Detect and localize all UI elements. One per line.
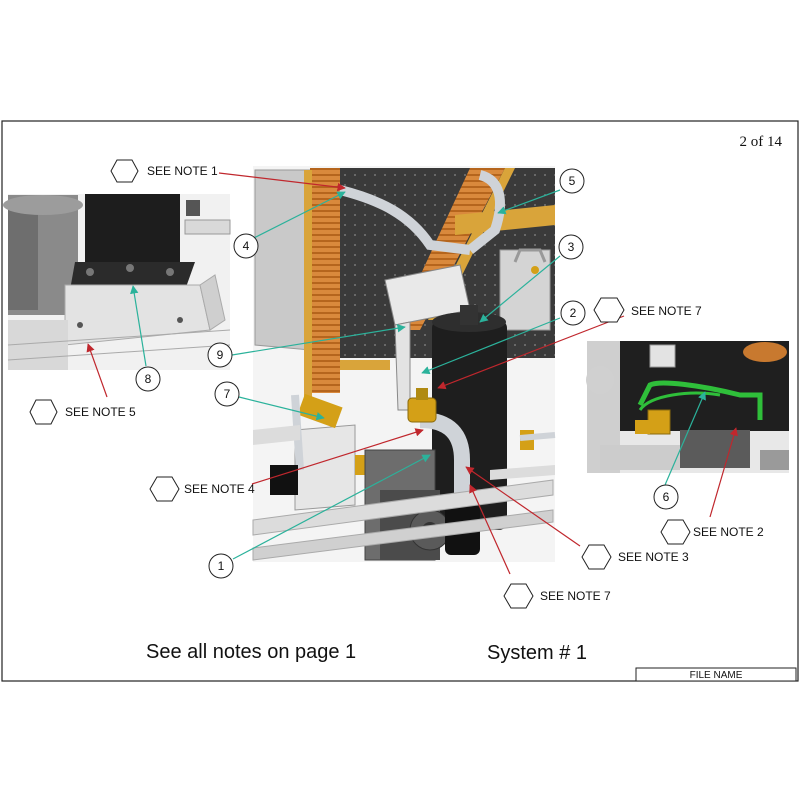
caption-notes-reference: See all notes on page 1 [146, 641, 356, 663]
note-label: SEE NOTE 4 [184, 482, 255, 496]
svg-text:1: 1 [218, 559, 225, 573]
callout-circles: 1 2 3 4 5 6 7 8 9 [135, 168, 679, 579]
svg-text:9: 9 [217, 348, 224, 362]
page-number: 2 of 14 [740, 134, 783, 150]
callout-1: 1 [208, 553, 234, 579]
callout-9: 9 [207, 342, 233, 368]
svg-text:3: 3 [568, 240, 575, 254]
svg-text:4: 4 [243, 239, 250, 253]
caption-system-number: System # 1 [487, 642, 587, 664]
callout-4: 4 [233, 233, 259, 259]
svg-text:2: 2 [570, 306, 577, 320]
callout-6: 6 [653, 484, 679, 510]
note-flags: SEE NOTE 1 SEE NOTE 7 SEE NOTE 5 SEE NOT… [29, 159, 764, 609]
callout-5: 5 [559, 168, 585, 194]
left-inset-illustration [3, 194, 231, 370]
note-flag-7-upper: SEE NOTE 7 [593, 297, 702, 323]
note-flag-2: SEE NOTE 2 [660, 519, 764, 545]
callout-2: 2 [560, 300, 586, 326]
svg-text:6: 6 [663, 490, 670, 504]
note-label: SEE NOTE 5 [65, 405, 136, 419]
note-flag-7-lower: SEE NOTE 7 [503, 583, 611, 609]
note-label: SEE NOTE 7 [631, 304, 702, 318]
note-flag-1: SEE NOTE 1 [110, 159, 218, 183]
svg-text:7: 7 [224, 387, 231, 401]
svg-text:5: 5 [569, 174, 576, 188]
main-illustration [252, 166, 556, 562]
right-inset-illustration [586, 341, 789, 473]
note-label: SEE NOTE 1 [147, 164, 218, 178]
title-block: FILE NAME [635, 667, 797, 682]
note-label: SEE NOTE 3 [618, 550, 689, 564]
leader-lines [86, 172, 738, 575]
callout-3: 3 [558, 234, 584, 260]
svg-text:8: 8 [145, 372, 152, 386]
callout-7: 7 [214, 381, 240, 407]
note-flag-3: SEE NOTE 3 [581, 544, 689, 570]
note-flag-5: SEE NOTE 5 [29, 399, 136, 425]
note-label: SEE NOTE 7 [540, 589, 611, 603]
callout-8: 8 [135, 366, 161, 392]
note-flag-4: SEE NOTE 4 [149, 476, 255, 502]
note-label: SEE NOTE 2 [693, 525, 764, 539]
file-name-label: FILE NAME [690, 670, 743, 681]
